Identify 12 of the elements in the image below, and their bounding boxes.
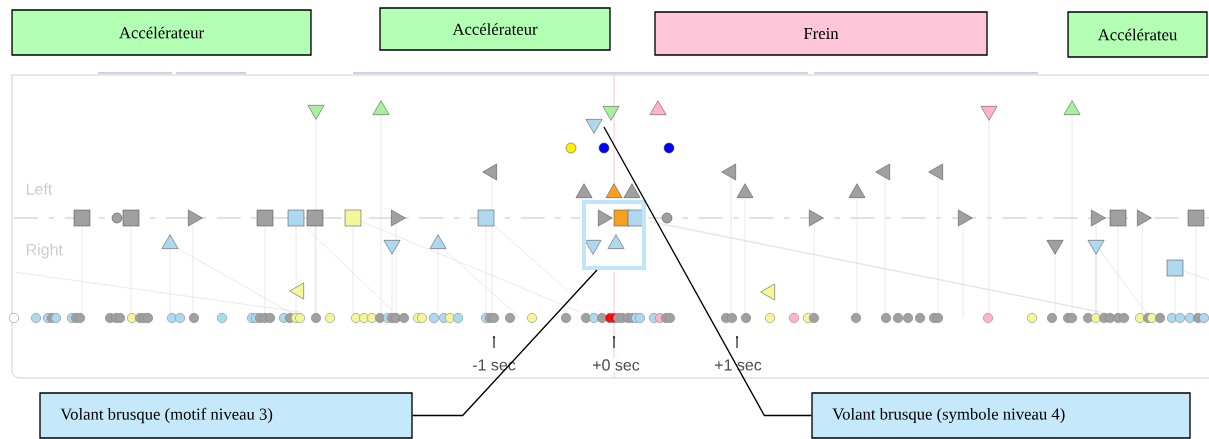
callout-box: Volant brusque (motif niveau 3) — [39, 392, 413, 439]
leader-line — [412, 269, 598, 417]
highlight-box — [582, 200, 646, 270]
tick-label: +0 sec — [590, 358, 642, 372]
leader-line — [603, 126, 812, 417]
pedal-box: Accélérateur — [11, 9, 312, 56]
pedal-box: Frein — [654, 11, 988, 56]
marker-triangle — [585, 119, 603, 134]
tick-label: +1 sec — [712, 358, 764, 372]
callout-box: Volant brusque (symbole niveau 4) — [811, 392, 1191, 439]
pedal-box: Accélérateu — [1067, 11, 1208, 58]
pedal-box: Accélérateur — [379, 7, 611, 51]
